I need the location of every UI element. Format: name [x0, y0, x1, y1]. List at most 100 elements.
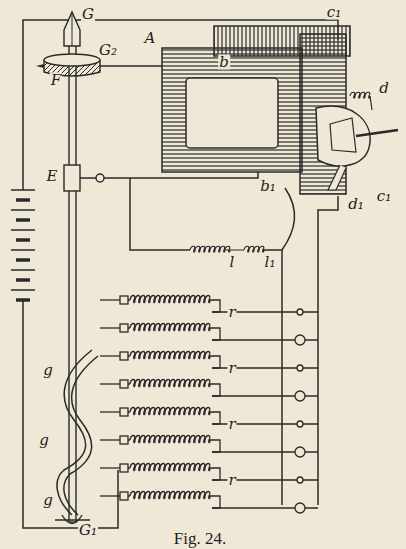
- wire: [128, 328, 220, 340]
- shaft: [64, 165, 80, 191]
- wire: [128, 496, 220, 508]
- battery: [22, 300, 24, 302]
- coil-winding: [130, 464, 210, 471]
- battery: [16, 278, 30, 282]
- shaft: [44, 54, 100, 66]
- wire: [128, 440, 220, 452]
- wire: [128, 412, 220, 424]
- electromagnet: [162, 26, 398, 194]
- contact-strip: [55, 350, 98, 520]
- contact-stud: [297, 421, 303, 427]
- part-letter: G₂: [98, 43, 118, 58]
- resistor-label: r: [227, 305, 236, 320]
- contact-block: [120, 492, 128, 500]
- contact-stud: [297, 477, 303, 483]
- coil-winding: [130, 436, 210, 443]
- wiring: [80, 177, 96, 179]
- part-letter: l₁: [264, 255, 277, 270]
- part-letter: b₁: [259, 179, 277, 194]
- resistance-coils: [100, 296, 318, 514]
- shaft: [69, 44, 76, 522]
- wiring: [96, 174, 104, 182]
- part-letter: g: [38, 433, 50, 448]
- battery: [16, 218, 30, 222]
- electromagnet: [330, 118, 356, 152]
- part-letter: g: [42, 363, 54, 378]
- battery: [16, 298, 30, 302]
- wire: [128, 384, 220, 396]
- contact-stud: [297, 365, 303, 371]
- part-letter: b: [218, 55, 230, 70]
- part-letter: g: [42, 493, 54, 508]
- contact-stud: [295, 391, 305, 401]
- contact-block: [120, 436, 128, 444]
- contact-stud: [295, 503, 305, 513]
- battery: [11, 249, 35, 251]
- coil-winding: [130, 296, 210, 303]
- coil-winding: [244, 246, 264, 252]
- shaft: [64, 12, 80, 46]
- wire: [128, 468, 220, 480]
- wiring: [104, 172, 258, 178]
- coil-winding: [130, 352, 210, 359]
- wiring: [23, 20, 338, 528]
- part-letter: d₁: [347, 197, 365, 212]
- battery: [11, 289, 35, 291]
- coil-winding: [130, 408, 210, 415]
- part-letter: A: [144, 31, 157, 46]
- shaft: [36, 64, 44, 68]
- coil-winding: [130, 380, 210, 387]
- wire: [100, 495, 120, 496]
- part-letter: G: [81, 7, 95, 22]
- figure-caption: Fig. 24.: [173, 530, 227, 547]
- part-letter: c₁: [376, 189, 392, 204]
- wire: [128, 356, 220, 368]
- wire: [100, 411, 120, 412]
- contact-strip: [55, 519, 90, 521]
- wire: [100, 383, 120, 384]
- wire: [100, 439, 120, 440]
- part-letter: E: [46, 169, 59, 184]
- part-letter: d: [378, 81, 390, 96]
- contact-block: [120, 464, 128, 472]
- contact-block: [120, 380, 128, 388]
- coil-winding: [190, 246, 230, 252]
- battery: [11, 229, 35, 231]
- battery: [11, 190, 35, 302]
- wire: [100, 467, 120, 468]
- contact-block: [120, 296, 128, 304]
- shaft: [72, 14, 73, 46]
- battery: [16, 258, 30, 262]
- contact-block: [120, 352, 128, 360]
- resistor-label: r: [227, 361, 236, 376]
- battery: [11, 209, 35, 211]
- part-letter: F: [50, 73, 62, 88]
- battery: [11, 189, 35, 191]
- resistor-label: r: [227, 417, 236, 432]
- shaft: [36, 12, 100, 524]
- wire: [128, 300, 220, 312]
- coil-winding: [130, 492, 210, 499]
- battery: [16, 198, 30, 202]
- contact-stud: [295, 335, 305, 345]
- resistor-label: r: [227, 473, 236, 488]
- wiring: [282, 188, 295, 250]
- part-letter: c₁: [326, 5, 342, 20]
- wire: [100, 327, 120, 328]
- coil-winding: [350, 92, 370, 98]
- electromagnet: [328, 165, 346, 190]
- wiring: [100, 65, 162, 67]
- wire: [226, 28, 372, 250]
- contact-block: [120, 324, 128, 332]
- wiring: [318, 196, 338, 505]
- electromagnet: [186, 78, 278, 148]
- electromagnet: [356, 130, 398, 136]
- contact-stud: [295, 447, 305, 457]
- wire: [100, 355, 120, 356]
- spring-coil: [190, 28, 372, 252]
- coil-winding: [130, 324, 210, 331]
- electromagnet: [162, 48, 302, 172]
- contact-block: [120, 408, 128, 416]
- part-letter: G₁: [78, 523, 98, 538]
